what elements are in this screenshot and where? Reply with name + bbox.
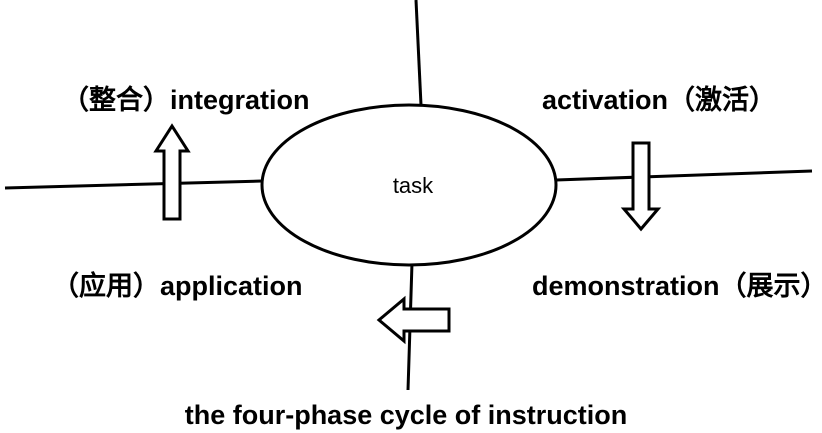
axis-top [414,0,423,106]
diagram-caption: the four-phase cycle of instruction [185,400,628,430]
task-ellipse [260,103,558,267]
label-demonstration: demonstration（展示） [532,271,822,301]
up-arrow-icon [153,123,191,221]
label-integration: （整合）integration [62,84,310,115]
task-label: task [393,173,434,198]
axis-right [555,169,813,182]
down-arrow-icon [620,141,662,232]
label-application: （应用）application [52,270,303,301]
axis-left [4,179,263,190]
label-activation: activation（激活） [542,84,776,115]
left-arrow-icon [376,295,451,345]
